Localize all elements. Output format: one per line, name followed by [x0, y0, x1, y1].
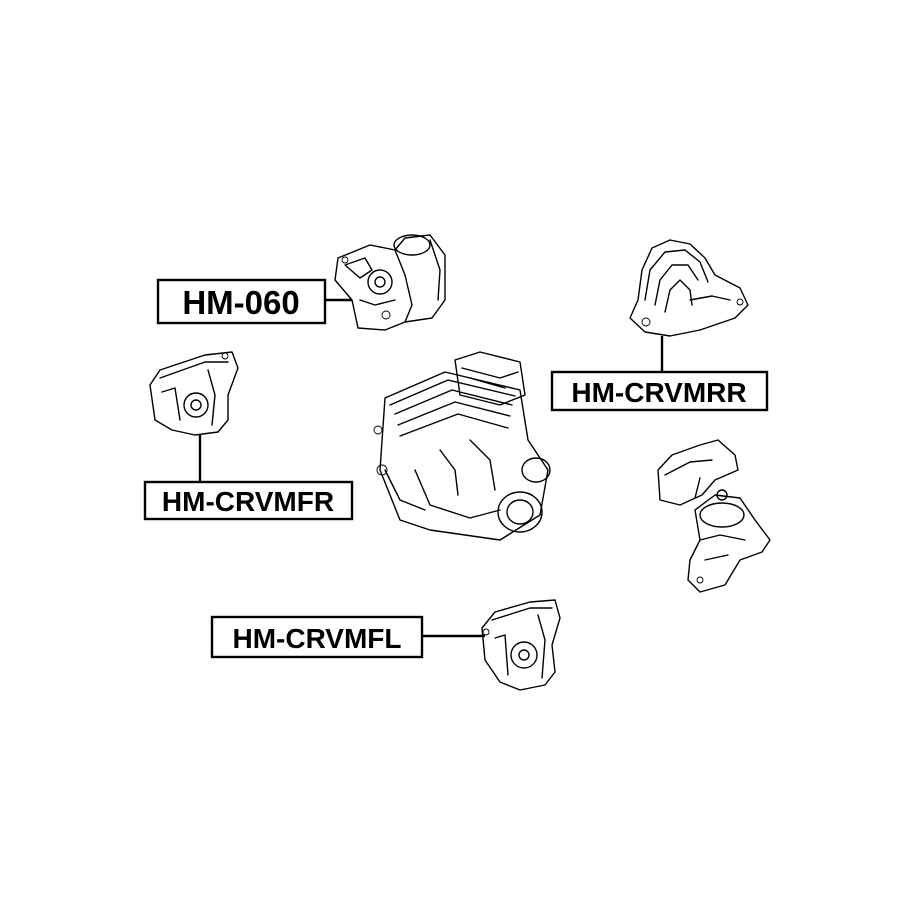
label-hm-crvmrr-text: HM-CRVMRR [571, 377, 746, 408]
label-hm-060-text: HM-060 [182, 284, 299, 321]
mount-hm-crvmfl-drawing [481, 599, 561, 691]
mount-unlabeled-drawing [657, 439, 771, 593]
label-hm-crvmfr: HM-CRVMFR [143, 480, 354, 521]
label-hm-crvmfr-text: HM-CRVMFR [162, 486, 334, 517]
mount-hm-crvmfr-drawing [149, 351, 239, 436]
mount-hm-060-drawing [334, 234, 446, 331]
label-hm-crvmrr: HM-CRVMRR [550, 370, 769, 412]
engine-block [373, 351, 551, 541]
mount-hm-crvmrr-drawing [629, 239, 749, 337]
label-hm-060: HM-060 [156, 278, 327, 325]
label-hm-crvmfl-text: HM-CRVMFL [232, 623, 401, 654]
label-hm-crvmfl: HM-CRVMFL [210, 615, 424, 659]
